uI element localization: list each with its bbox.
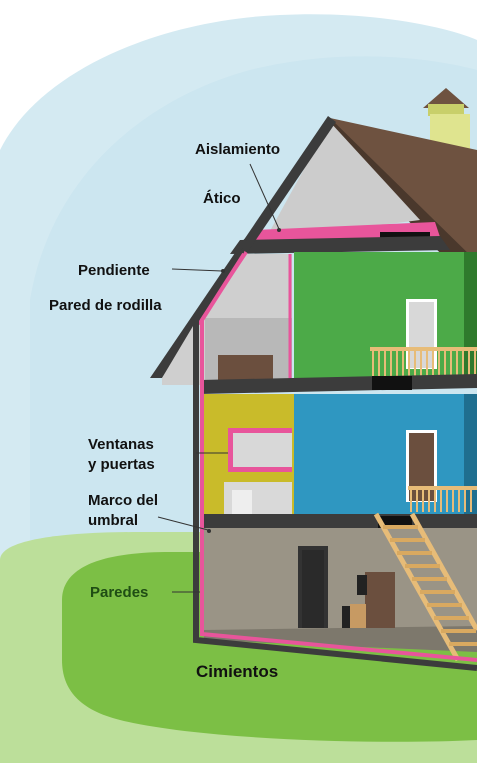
upper-balcony-railing — [372, 350, 476, 376]
label-foundation: Cimientos — [196, 662, 279, 681]
middle-balcony-railing — [410, 489, 472, 512]
middle-room — [294, 394, 477, 514]
yellow-room-box — [232, 490, 252, 514]
basement-bin — [342, 606, 350, 628]
basement-shelf — [357, 575, 367, 595]
label-windows-line1: Ventanas — [88, 436, 154, 453]
middle-room-side — [464, 394, 477, 514]
stairs — [373, 512, 477, 662]
basement — [204, 528, 477, 650]
label-knee-wall: Pared de rodilla — [49, 297, 162, 314]
label-slope: Pendiente — [78, 262, 150, 279]
knee-wall-furniture — [218, 355, 273, 383]
wall-insulation — [200, 252, 477, 662]
leader-sill — [157, 516, 209, 531]
middle-door-inner — [409, 433, 434, 501]
basement-cabinet — [365, 572, 395, 628]
middle-floor-joist — [372, 376, 412, 390]
chimney-top — [428, 104, 464, 116]
attic-gable — [265, 122, 420, 240]
attic-outer-edge — [234, 238, 248, 256]
roof — [330, 118, 477, 295]
label-sill-line2: umbral — [88, 512, 139, 529]
leader-sill-dot — [207, 529, 211, 533]
leader-insulation — [249, 163, 280, 230]
attic-floor — [230, 236, 450, 254]
basement-box — [350, 604, 366, 628]
leader-insulation-dot — [277, 228, 281, 232]
label-sill-line1: Marco del — [88, 492, 159, 509]
label-windows-line2: y puertas — [88, 456, 155, 473]
leader-slope — [171, 268, 223, 272]
label-attic: Ático — [203, 190, 241, 207]
middle-balcony-rail — [408, 486, 477, 490]
upper-balcony-rail — [370, 347, 477, 351]
chimney-cap — [423, 88, 469, 108]
label-insulation: Aislamiento — [195, 141, 281, 158]
label-walls: Paredes — [90, 584, 149, 601]
outer-wall — [193, 248, 477, 671]
leader-slope-dot — [221, 269, 225, 273]
sill-floor — [200, 514, 477, 528]
window — [233, 433, 292, 467]
basement-door-inner — [302, 550, 324, 628]
basement-floor — [204, 626, 477, 652]
